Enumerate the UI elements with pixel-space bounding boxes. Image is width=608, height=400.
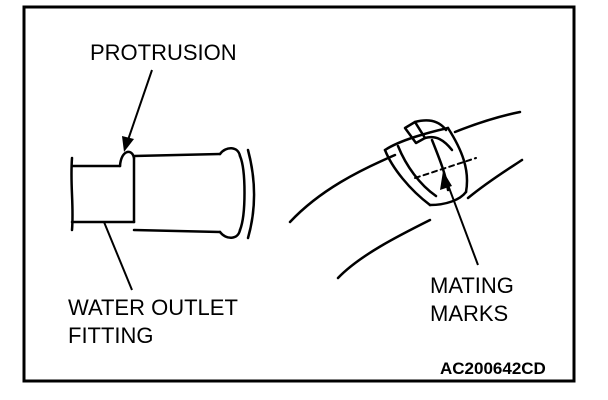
protrusion-leader: [122, 69, 153, 152]
clamped-hose: [288, 110, 524, 280]
protrusion-bulge: [118, 150, 136, 168]
water-outlet-pipe: [70, 150, 136, 232]
water-outlet-leader: [103, 221, 133, 291]
hose: [132, 147, 256, 240]
protrusion-label: PROTRUSION: [90, 40, 237, 65]
pipe-hose-illustration: [70, 147, 256, 240]
figure-code: AC200642CD: [440, 359, 546, 378]
water-outlet-label-line2: FITTING: [68, 323, 154, 348]
mating-marks-label-line2: MARKS: [430, 301, 508, 326]
water-outlet-label-line1: WATER OUTLET: [68, 295, 238, 320]
diagram-border: [22, 5, 576, 383]
hose-clamp: [383, 119, 469, 207]
mating-mark-line: [414, 157, 477, 179]
clamp-illustration: [288, 110, 524, 280]
mating-marks-label-line1: MATING: [430, 273, 514, 298]
mating-marks-leader: [440, 171, 479, 266]
